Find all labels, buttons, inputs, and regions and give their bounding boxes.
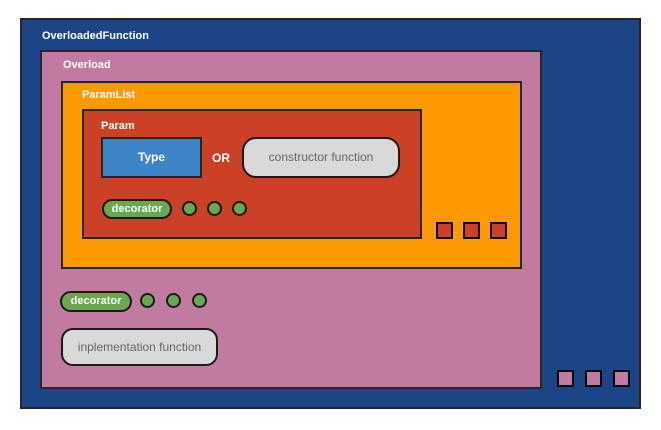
- overload-decorator-ellipsis-dots: [140, 293, 207, 308]
- param-decorator-pill: decorator: [102, 199, 172, 219]
- param-repeat-square-icon: [490, 222, 507, 239]
- ellipsis-dot-icon: [166, 293, 181, 308]
- constructor-function-box: constructor function: [242, 137, 400, 178]
- or-label: OR: [212, 151, 230, 165]
- overload-repeat-squares: [557, 370, 630, 387]
- overloaded-function-label: OverloadedFunction: [42, 30, 149, 42]
- param-box: Param Type OR constructor function decor…: [82, 109, 422, 239]
- type-box: Type: [101, 137, 202, 178]
- implementation-function-box: inplementation function: [61, 328, 218, 366]
- ellipsis-dot-icon: [232, 201, 247, 216]
- param-list-box: ParamList Param Type OR constructor func…: [61, 81, 522, 269]
- overload-label: Overload: [63, 59, 111, 71]
- overload-repeat-square-icon: [585, 370, 602, 387]
- overload-box: Overload ParamList Param Type OR constru…: [40, 50, 542, 389]
- param-list-label: ParamList: [82, 89, 136, 101]
- ellipsis-dot-icon: [207, 201, 222, 216]
- overload-decorator-pill: decorator: [60, 291, 132, 312]
- param-label: Param: [101, 120, 135, 132]
- param-decorator-ellipsis-dots: [182, 201, 247, 216]
- overload-repeat-square-icon: [613, 370, 630, 387]
- ellipsis-dot-icon: [140, 293, 155, 308]
- param-repeat-square-icon: [463, 222, 480, 239]
- overloaded-function-box: OverloadedFunction Overload ParamList Pa…: [20, 18, 641, 409]
- ellipsis-dot-icon: [182, 201, 197, 216]
- ellipsis-dot-icon: [192, 293, 207, 308]
- overload-repeat-square-icon: [557, 370, 574, 387]
- param-repeat-square-icon: [436, 222, 453, 239]
- param-repeat-squares: [436, 222, 507, 239]
